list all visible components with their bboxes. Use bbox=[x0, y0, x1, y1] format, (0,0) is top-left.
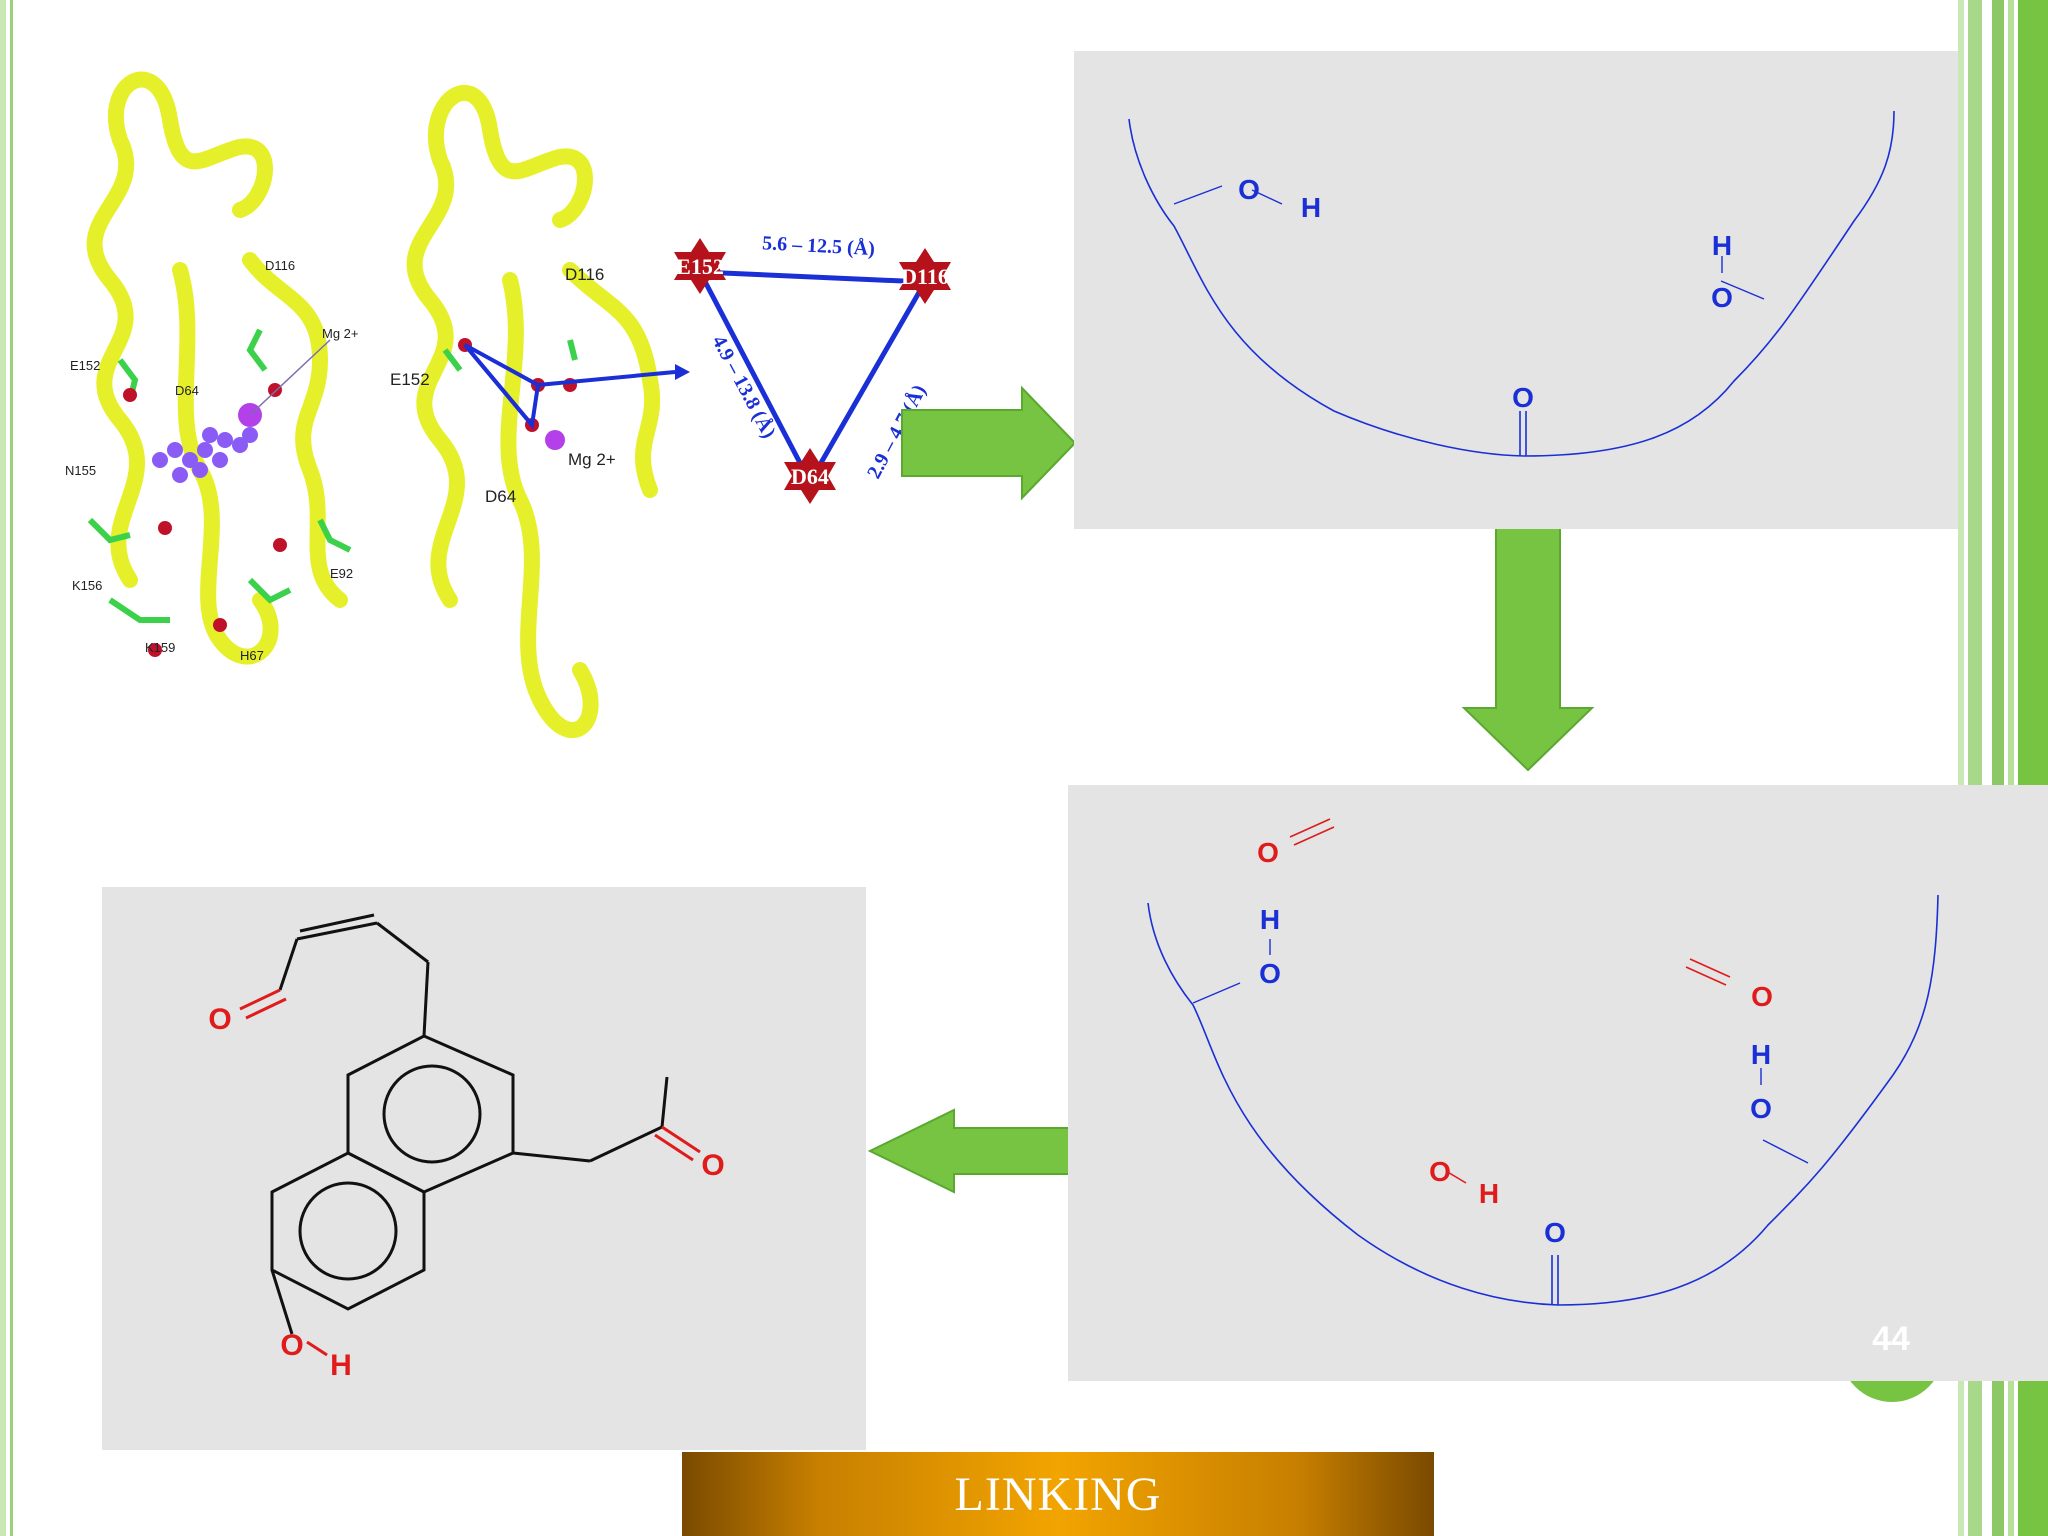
pocket1-hydroxyl-o-right: O bbox=[1711, 282, 1733, 313]
molecule-hydroxyl-o: O bbox=[280, 1329, 303, 1362]
label-n155: N155 bbox=[65, 463, 96, 478]
pocket2-carbonyl-o-right: O bbox=[1751, 981, 1773, 1012]
pocket2-hydroxyl-h-left: H bbox=[1260, 904, 1280, 935]
node-d116-label: D116 bbox=[901, 264, 949, 289]
label-mg-right: Mg 2+ bbox=[568, 450, 616, 469]
label-e152-left: E152 bbox=[70, 358, 100, 373]
edge-right-label: 2.9 – 4.7 (Å) bbox=[862, 381, 931, 483]
title-banner-text: LINKING bbox=[954, 1467, 1162, 1521]
label-k159: K159 bbox=[145, 640, 175, 655]
label-mg-left: Mg 2+ bbox=[322, 326, 359, 341]
pocket2-carbonyl-o-top-left: O bbox=[1257, 837, 1279, 868]
pocket2-fragment-h: H bbox=[1479, 1178, 1499, 1209]
title-banner: LINKING bbox=[682, 1452, 1434, 1536]
pharmacophore-triangle: E152 D116 D64 5.6 – 12.5 (Å) 4.9 – 13.8 … bbox=[674, 231, 951, 504]
pocket1-hydroxyl-h-left: H bbox=[1301, 192, 1321, 223]
node-d116-star bbox=[899, 248, 951, 304]
pocket1-hydroxyl-o-left: O bbox=[1238, 174, 1260, 205]
edge-left-label: 4.9 – 13.8 (Å) bbox=[708, 332, 781, 442]
molecule-ketone-o: O bbox=[701, 1149, 724, 1182]
molecule-aldehyde-o: O bbox=[208, 1003, 231, 1036]
pocket1-carbonyl-o: O bbox=[1512, 382, 1534, 413]
protein-structure-figure: D116 Mg 2+ E152 D64 N155 K156 K159 H67 E… bbox=[65, 71, 690, 738]
node-e152-star bbox=[674, 238, 726, 294]
node-d64-star bbox=[784, 448, 836, 504]
pocket2-fragment-o: O bbox=[1429, 1156, 1451, 1187]
label-d64-right: D64 bbox=[485, 487, 516, 506]
molecule-hydroxyl-h: H bbox=[330, 1349, 352, 1382]
pocket2-hydroxyl-o-left: O bbox=[1259, 958, 1281, 989]
label-e92: E92 bbox=[330, 566, 353, 581]
pocket2-hydroxyl-h-right: H bbox=[1751, 1039, 1771, 1070]
pocket2-hydroxyl-o-right: O bbox=[1750, 1093, 1772, 1124]
label-d64-left: D64 bbox=[175, 383, 199, 398]
slide-number: 44 bbox=[1872, 1320, 1910, 1358]
label-d116-left: D116 bbox=[265, 258, 295, 273]
node-e152-label: E152 bbox=[676, 254, 724, 279]
binding-pocket-panel-2: O H O O H O O H O bbox=[1068, 785, 2048, 1381]
edge-top-label: 5.6 – 12.5 (Å) bbox=[762, 231, 876, 260]
node-d64-label: D64 bbox=[791, 464, 829, 489]
label-d116-right: D116 bbox=[565, 265, 604, 284]
pocket2-carbonyl-o-bottom: O bbox=[1544, 1217, 1566, 1248]
binding-pocket-panel-1: O H H O O bbox=[1074, 51, 1958, 529]
linked-molecule-panel: O O O H bbox=[102, 887, 866, 1450]
pocket1-hydroxyl-h-right: H bbox=[1712, 230, 1732, 261]
label-e152-right: E152 bbox=[390, 370, 430, 389]
label-h67: H67 bbox=[240, 648, 264, 663]
label-k156: K156 bbox=[72, 578, 102, 593]
